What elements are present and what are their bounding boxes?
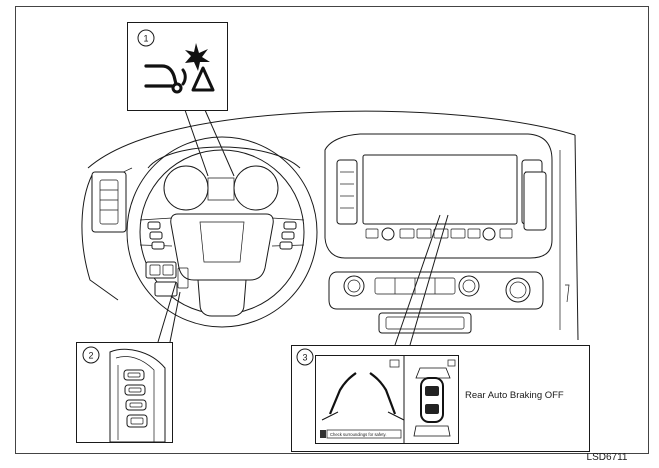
camera-caution-text: Check surroundings for safety. [330, 432, 387, 437]
callout-3: 3 Check surroundings for safety. Rear Au… [291, 214, 590, 452]
climate-control-panel [328, 271, 544, 310]
callout-1: 1 [127, 22, 235, 177]
steering-switch-icon [109, 348, 166, 443]
figure-code: LSD6711 [587, 452, 628, 463]
rear-auto-braking-warning-icon [144, 43, 215, 94]
instrument-cluster [147, 146, 301, 211]
left-air-vent [91, 171, 127, 233]
callout-3-number: 3 [302, 353, 307, 363]
steering-wheel [126, 136, 318, 328]
callout-2: 2 [76, 281, 181, 443]
callout-2-number: 2 [88, 351, 93, 361]
callout-1-number: 1 [143, 34, 148, 44]
dashboard-illustration [81, 110, 579, 341]
center-touchscreen [362, 154, 518, 225]
rear-auto-braking-status: Rear Auto Braking OFF [465, 390, 564, 401]
parking-camera-icon: Check surroundings for safety. [315, 355, 459, 444]
center-left-vent [336, 159, 358, 225]
lower-switch-bank [145, 261, 177, 279]
